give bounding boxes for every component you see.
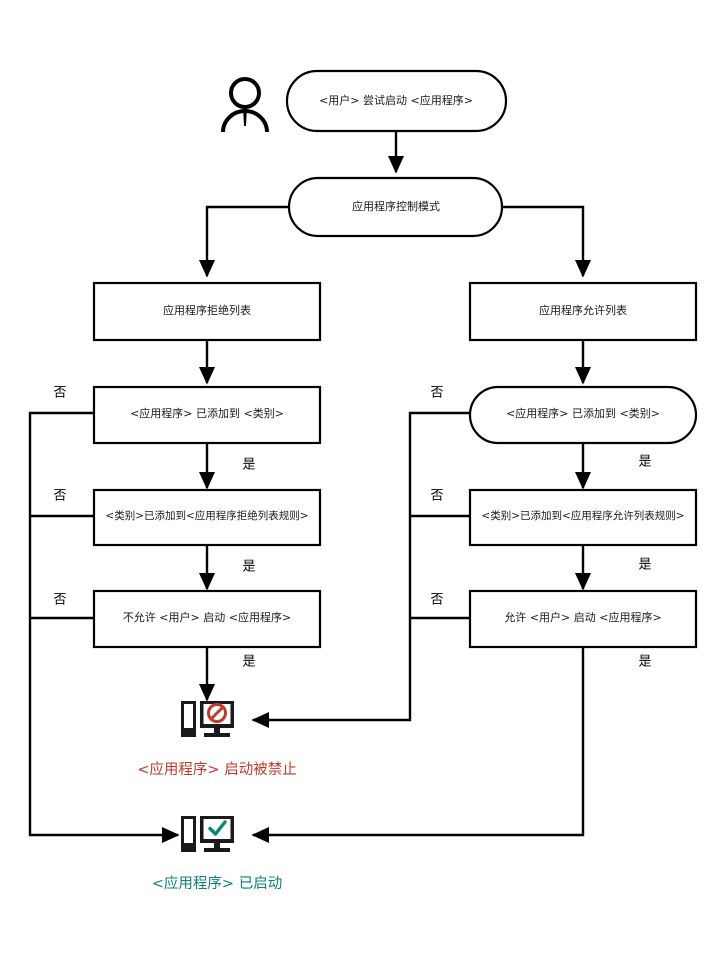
edge-label-allowrule-no: 否 [430, 489, 443, 504]
node-control-mode-label: 应用程序控制模式 [352, 199, 440, 213]
edge-mode-to-allowlist [502, 205, 591, 278]
edge-label-denycat-yes: 是 [242, 458, 255, 473]
edge-label-allowresult-no: 否 [430, 593, 443, 608]
monitor-allowed-icon [181, 816, 234, 852]
edge-label-allowcat-no: 否 [430, 386, 443, 401]
outcome-blocked-label: <应用程序> 启动被禁止 [137, 760, 296, 778]
node-deny-rule-label: <类别>已添加到<应用程序拒绝列表规则> [105, 509, 308, 522]
node-start[interactable]: <用户> 尝试启动 <应用程序> [285, 69, 508, 133]
node-deny-category[interactable]: <应用程序> 已添加到 <类别> [92, 385, 322, 445]
node-denylist[interactable]: 应用程序拒绝列表 [92, 281, 322, 342]
node-denylist-label: 应用程序拒绝列表 [163, 303, 251, 317]
node-deny-result-label: 不允许 <用户> 启动 <应用程序> [123, 610, 291, 624]
node-allow-category[interactable]: <应用程序> 已添加到 <类别> [468, 385, 698, 445]
node-allow-category-label: <应用程序> 已添加到 <类别> [506, 406, 660, 420]
monitor-blocked-icon [181, 701, 234, 737]
node-allow-result[interactable]: 允许 <用户> 启动 <应用程序> [468, 589, 698, 649]
node-allow-rule-label: <类别>已添加到<应用程序允许列表规则> [481, 509, 684, 522]
user-person-icon [221, 77, 269, 133]
node-deny-rule[interactable]: <类别>已添加到<应用程序拒绝列表规则> [92, 488, 322, 547]
node-control-mode[interactable]: 应用程序控制模式 [287, 176, 504, 238]
outcome-started-label: <应用程序> 已启动 [152, 874, 282, 892]
node-allowlist[interactable]: 应用程序允许列表 [468, 281, 698, 342]
edge-label-denycat-no: 否 [53, 386, 66, 401]
node-allow-result-label: 允许 <用户> 启动 <应用程序> [504, 610, 661, 624]
node-deny-result[interactable]: 不允许 <用户> 启动 <应用程序> [92, 589, 322, 649]
node-allow-rule[interactable]: <类别>已添加到<应用程序允许列表规则> [468, 488, 698, 547]
node-deny-category-label: <应用程序> 已添加到 <类别> [130, 406, 284, 420]
edge-denycat-no-to-started [28, 411, 180, 843]
edge-label-denyrule-yes: 是 [242, 560, 255, 575]
edge-label-allowresult-yes: 是 [638, 655, 651, 670]
node-allowlist-label: 应用程序允许列表 [539, 303, 627, 317]
edge-label-denyresult-yes: 是 [242, 655, 255, 670]
edge-allowcat-no-to-blocked [251, 411, 471, 728]
edge-label-denyresult-no: 否 [53, 593, 66, 608]
edge-label-denyrule-no: 否 [53, 489, 66, 504]
edge-allowresult-yes-to-started [251, 647, 585, 843]
edge-label-allowrule-yes: 是 [638, 558, 651, 573]
edge-mode-to-denylist [199, 205, 290, 278]
edge-label-allowcat-yes: 是 [638, 455, 651, 470]
node-start-label: <用户> 尝试启动 <应用程序> [319, 93, 473, 107]
